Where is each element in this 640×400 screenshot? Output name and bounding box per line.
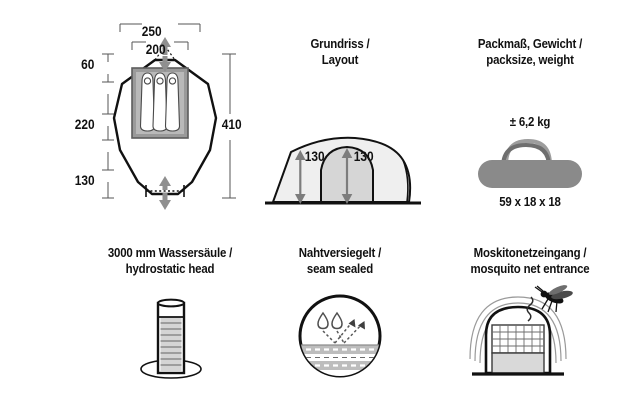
dim-410-line	[222, 53, 236, 199]
layout-caption-line2: Layout	[321, 52, 359, 67]
dim-left-chain	[102, 53, 114, 199]
dim-inner-length: 220	[74, 116, 95, 132]
dim-inner-width: 200	[145, 41, 166, 57]
mosquito-figure	[534, 285, 573, 313]
hydrostatic-panel: 3000 mm Wassersäule / hydrostatic head	[35, 245, 305, 390]
seamsealed-panel: Nahtversiegelt / seam sealed	[255, 245, 425, 390]
cylinder-rim	[157, 298, 185, 308]
dim-front-vestibule: 60	[81, 56, 95, 72]
tent-side-view	[263, 114, 423, 214]
front-vestibule-dotted	[154, 44, 176, 61]
floorplan-drawing	[80, 10, 260, 225]
packsize-panel: Packmaß, Gewicht / packsize, weight ± 6,…	[430, 36, 630, 226]
height-arrow-inner	[341, 148, 353, 204]
height-arrow-vestibule	[295, 150, 306, 204]
seamsealed-caption-line2: seam sealed	[306, 261, 374, 276]
mosquito-caption: Moskitonetzeingang / mosquito net entran…	[442, 245, 618, 277]
fabric-layers	[300, 344, 380, 376]
repel-arrows	[322, 320, 364, 344]
bag-body	[478, 160, 582, 188]
packsize-caption-line2: packsize, weight	[486, 52, 574, 67]
rear-pole	[402, 159, 409, 203]
packsize-weight: ± 6,2 kg	[509, 114, 551, 129]
dim-total-length: 410	[221, 116, 242, 132]
packsize-caption-line1: Packmaß, Gewicht /	[477, 36, 583, 51]
mesh-panel	[491, 324, 545, 373]
layout-panel: Grundriss / Layout	[255, 36, 425, 226]
dim-outer-width: 250	[141, 23, 162, 39]
packsize-dimensions: 59 x 18 x 18	[499, 194, 561, 209]
hydrostatic-caption-line1: 3000 mm Wassersäule /	[107, 245, 233, 260]
dim-rear-vestibule: 130	[74, 172, 95, 188]
dim-height-inner: 130	[353, 148, 374, 164]
floorplan-panel: 250 200 60 220 130 410	[75, 10, 260, 225]
sleeping-bags	[139, 72, 181, 132]
layout-caption-line1: Grundriss /	[310, 36, 370, 51]
seamsealed-caption-line1: Nahtversiegelt /	[298, 245, 382, 260]
mosquito-panel: Moskitonetzeingang / mosquito net entran…	[430, 245, 630, 390]
water-droplets	[317, 311, 343, 330]
repel-arrowheads	[348, 319, 365, 330]
water-fill	[160, 317, 182, 371]
mosquito-net-icon	[458, 285, 598, 385]
carry-bag-icon	[470, 138, 590, 191]
dim-250-line	[119, 23, 201, 32]
front-entrance-arrow	[159, 37, 171, 72]
graduation-marks	[160, 322, 182, 366]
mosquito-caption-line2: mosquito net entrance	[470, 261, 590, 276]
water-column-icon	[131, 293, 211, 385]
mosquito-caption-line1: Moskitonetzeingang /	[473, 245, 587, 260]
layout-caption: Grundriss / Layout	[265, 36, 415, 68]
hydrostatic-caption-line2: hydrostatic head	[125, 261, 215, 276]
seam-sealed-icon	[297, 293, 383, 379]
dim-height-vestibule: 130	[304, 148, 325, 164]
hydrostatic-caption: 3000 mm Wassersäule / hydrostatic head	[51, 245, 289, 277]
dim-200-line	[131, 41, 189, 50]
bag-handle-front	[501, 142, 551, 168]
packsize-caption: Packmaß, Gewicht / packsize, weight	[442, 36, 618, 68]
deflect-squiggle	[526, 296, 534, 322]
rear-entrance-marker	[145, 176, 185, 210]
seamsealed-caption: Nahtversiegelt / seam sealed	[265, 245, 415, 277]
